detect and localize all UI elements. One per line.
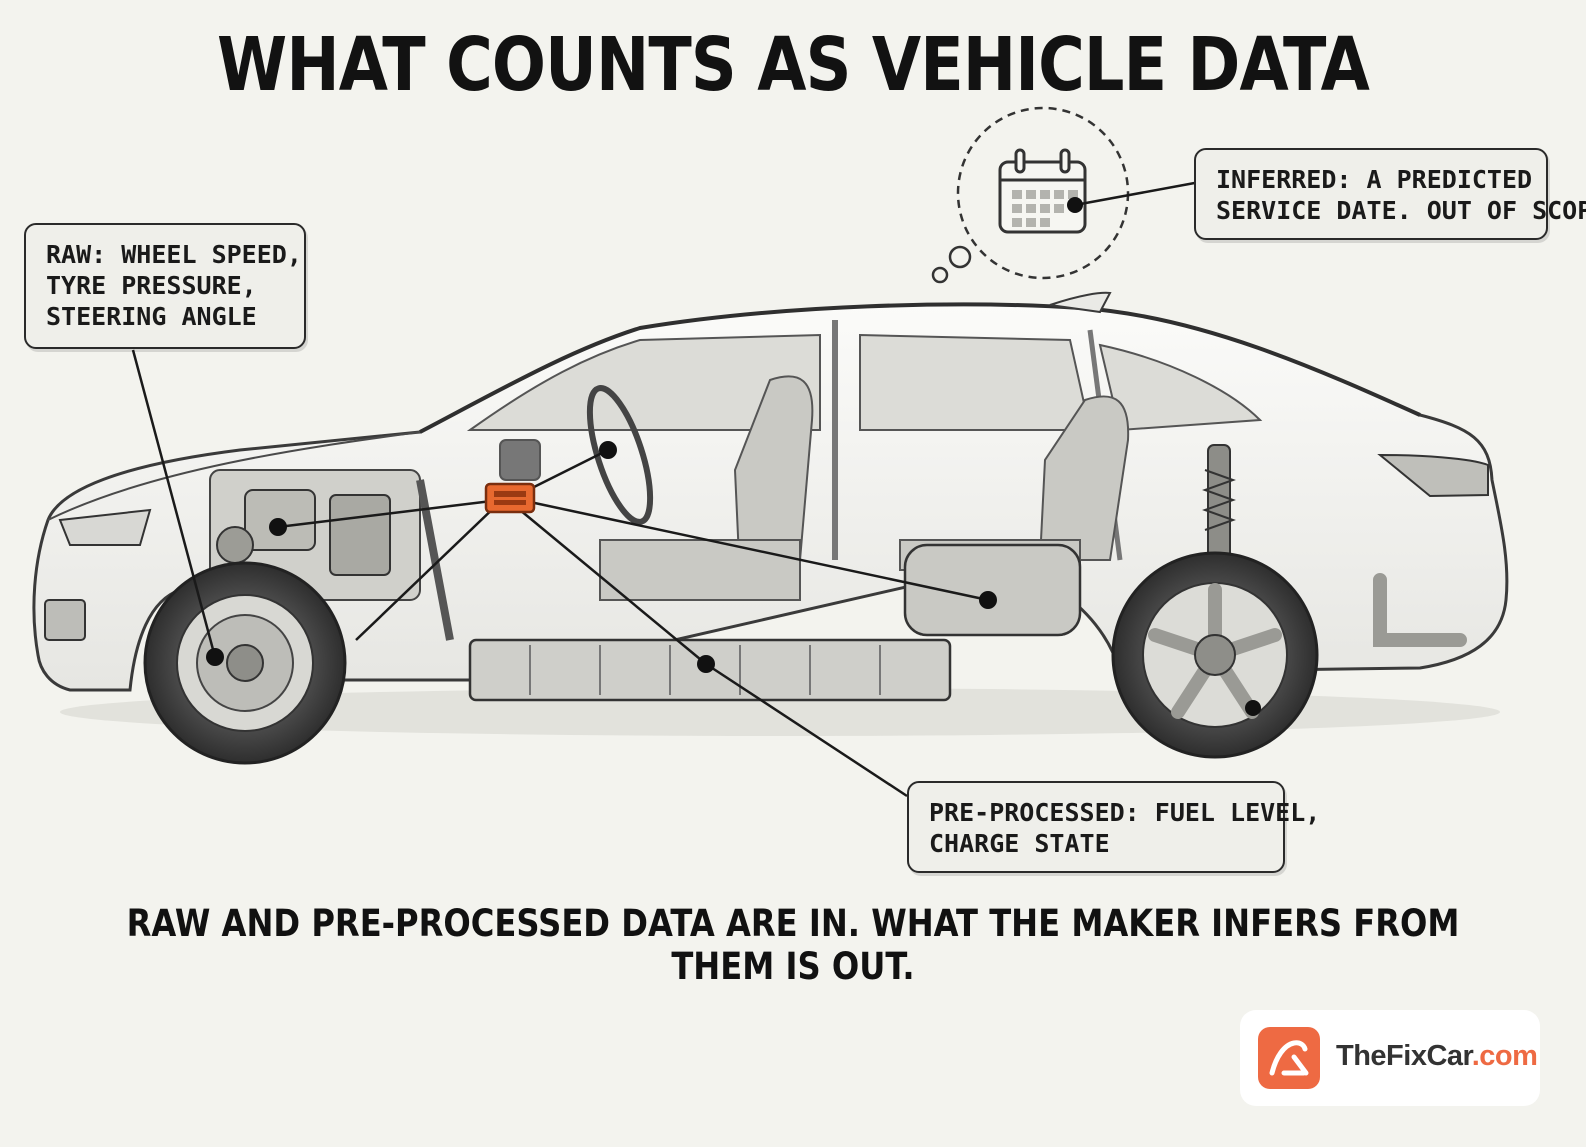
data-points	[206, 197, 1261, 716]
leader-battery	[519, 509, 707, 665]
brand-name-suffix: .com	[1471, 1040, 1538, 1072]
leader-lines	[131, 180, 1201, 798]
dot-battery	[697, 655, 715, 673]
leader-inferred	[1074, 180, 1201, 207]
calendar-icon	[998, 148, 1087, 234]
brand-name: TheFixCar.com	[1336, 1040, 1538, 1073]
exhaust-pipe	[1373, 573, 1467, 647]
callout-raw-line-3: STEERING ANGLE	[46, 302, 257, 331]
dot-engine	[269, 518, 287, 536]
brand-badge[interactable]: TheFixCar.com	[1240, 1010, 1540, 1106]
thought-bubble	[931, 106, 1130, 284]
callout-inferred-line-1: INFERRED: A PREDICTED	[1216, 165, 1533, 194]
dot-front-wheel	[206, 648, 224, 666]
callout-inferred-line-2: SERVICE DATE. OUT OF SCOPE	[1216, 196, 1586, 225]
car-windows	[466, 320, 1263, 561]
leader-raw	[131, 349, 217, 658]
dot-fuel-tank	[979, 591, 997, 609]
page-title: WHAT COUNTS AS VEHICLE DATA	[217, 22, 1370, 108]
dot-steering	[599, 441, 617, 459]
leader-preprocessed	[705, 662, 908, 798]
rear-suspension	[1202, 444, 1236, 566]
brand-name-main: TheFixCar	[1336, 1040, 1472, 1072]
fuel-tank	[903, 543, 1082, 637]
brand-logo-icon	[1258, 1027, 1320, 1089]
callout-raw-line-1: RAW: WHEEL SPEED,	[46, 240, 302, 269]
callout-preprocessed-line-1: PRE-PROCESSED: FUEL LEVEL,	[929, 798, 1321, 827]
dot-calendar	[1067, 197, 1083, 213]
callout-preprocessed-line-2: CHARGE STATE	[929, 829, 1110, 858]
callout-inferred: INFERRED: A PREDICTED SERVICE DATE. OUT …	[1194, 148, 1586, 240]
callout-preprocessed: PRE-PROCESSED: FUEL LEVEL, CHARGE STATE	[907, 781, 1321, 873]
footer-caption: RAW AND PRE-PROCESSED DATA ARE IN. WHAT …	[126, 902, 1460, 988]
dot-rear-wheel	[1245, 700, 1261, 716]
callout-raw-line-2: TYRE PRESSURE,	[46, 271, 257, 300]
leader-front-wheel	[355, 501, 501, 641]
callout-raw: RAW: WHEEL SPEED, TYRE PRESSURE, STEERIN…	[24, 223, 306, 349]
rear-wheel	[1111, 551, 1319, 759]
leader-engine	[277, 498, 501, 529]
obd-port-icon	[484, 482, 536, 514]
front-wheel	[143, 561, 347, 765]
leader-fuel-tank	[529, 500, 989, 602]
